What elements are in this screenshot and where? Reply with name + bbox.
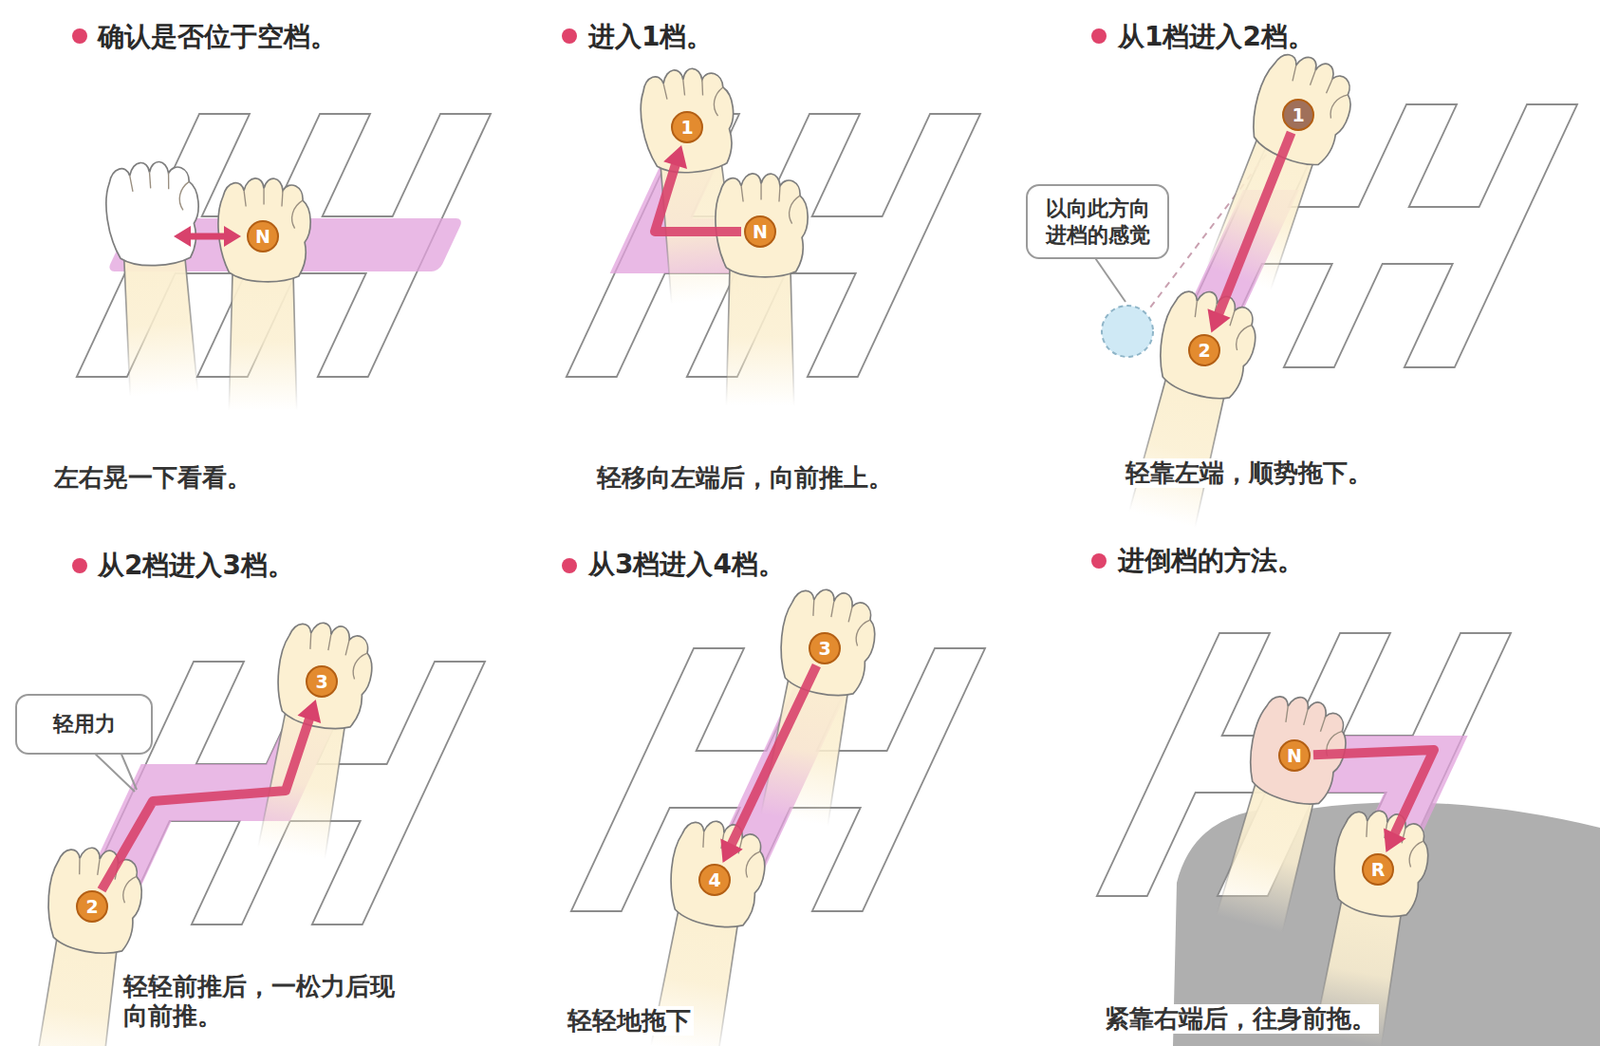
gear-knob: R <box>1361 853 1395 886</box>
gear-knob: N <box>1278 739 1311 772</box>
title-dot <box>561 558 577 574</box>
arrow-head <box>1383 827 1407 852</box>
panel-caption: 轻靠左端，顺势拖下。 <box>1122 458 1376 488</box>
knob-label: R <box>1371 860 1386 879</box>
callout-text: 以向此方向 进档的感觉 <box>1039 195 1156 248</box>
ghost-hand <box>103 158 212 397</box>
panel-title: 进入1档。 <box>585 20 716 54</box>
panel-title: 从2档进入3档。 <box>94 549 298 582</box>
hand <box>1206 688 1356 937</box>
gear-knob: 2 <box>75 890 109 923</box>
panel-caption: 轻移向左端后，向前推上。 <box>594 463 896 493</box>
gear-knob: 1 <box>670 111 704 144</box>
gear-knob: N <box>246 220 280 253</box>
gear-knob: 1 <box>1282 98 1315 131</box>
panel-caption: 轻轻地拖下 <box>564 1005 694 1036</box>
shift-arrow <box>1313 749 1434 853</box>
double-arrow-shaft <box>187 233 226 241</box>
knob-label: 2 <box>1197 341 1210 360</box>
panel-title: 进倒档的方法。 <box>1115 544 1307 577</box>
target-circle <box>1101 305 1154 357</box>
shift-arrow <box>720 665 817 863</box>
panel-title: 从3档进入4档。 <box>585 548 788 581</box>
hand <box>1118 282 1266 531</box>
hand <box>218 178 311 411</box>
arrow-head <box>663 145 688 169</box>
arrow-head <box>173 225 191 247</box>
panel-title: 从1档进入2档。 <box>1115 20 1318 54</box>
knob-label: 3 <box>818 639 831 658</box>
arrow-shaft <box>1218 132 1292 316</box>
knob-label: N <box>1286 746 1303 765</box>
knob-label: 1 <box>680 118 693 137</box>
shift-gate <box>1097 632 1511 896</box>
callout-bubble: 轻用力 <box>15 693 153 755</box>
arrow-shaft <box>654 163 742 232</box>
bubble-tail <box>1091 252 1126 302</box>
gear-knob: N <box>744 215 777 248</box>
knob-label: N <box>752 223 768 242</box>
arrow-shaft <box>1313 749 1434 836</box>
arrow-head <box>1207 308 1230 333</box>
title-dot <box>72 28 88 44</box>
callout-text: 轻用力 <box>53 710 116 738</box>
hand <box>247 616 379 862</box>
arrow-head <box>297 699 321 724</box>
knob-label: 4 <box>707 871 721 890</box>
shift-arrow <box>1207 132 1291 334</box>
knob-label: 1 <box>1291 106 1304 125</box>
gear-knob: 3 <box>305 665 338 698</box>
gear-knob: 4 <box>698 863 731 896</box>
callout-bubble: 以向此方向 进档的感觉 <box>1025 184 1170 260</box>
gear-knob: 2 <box>1188 334 1221 367</box>
bubble-tail <box>91 749 137 792</box>
hand <box>715 173 808 407</box>
panel-caption: 紧靠右端后，往身前拖。 <box>1101 1004 1379 1034</box>
knob-label: 3 <box>315 672 328 691</box>
arrow-head <box>223 225 242 247</box>
hand <box>750 583 882 829</box>
arrow-shaft <box>730 665 817 846</box>
panel-caption: 左右晃一下看看。 <box>51 463 255 493</box>
knob-label: 2 <box>85 897 98 916</box>
panel-caption: 轻轻前推后，一松力后现 向前推。 <box>120 971 413 1031</box>
gear-knob: 3 <box>808 632 841 665</box>
shift-arrow <box>654 145 742 232</box>
gate-panel-6 <box>1097 632 1516 896</box>
knob-label: N <box>255 227 271 246</box>
title-dot <box>1091 553 1107 569</box>
title-dot <box>72 558 88 574</box>
title-dot <box>561 28 577 44</box>
title-dot <box>1091 28 1107 44</box>
arrow-head <box>720 837 743 862</box>
panel-title: 确认是否位于空档。 <box>94 20 340 54</box>
